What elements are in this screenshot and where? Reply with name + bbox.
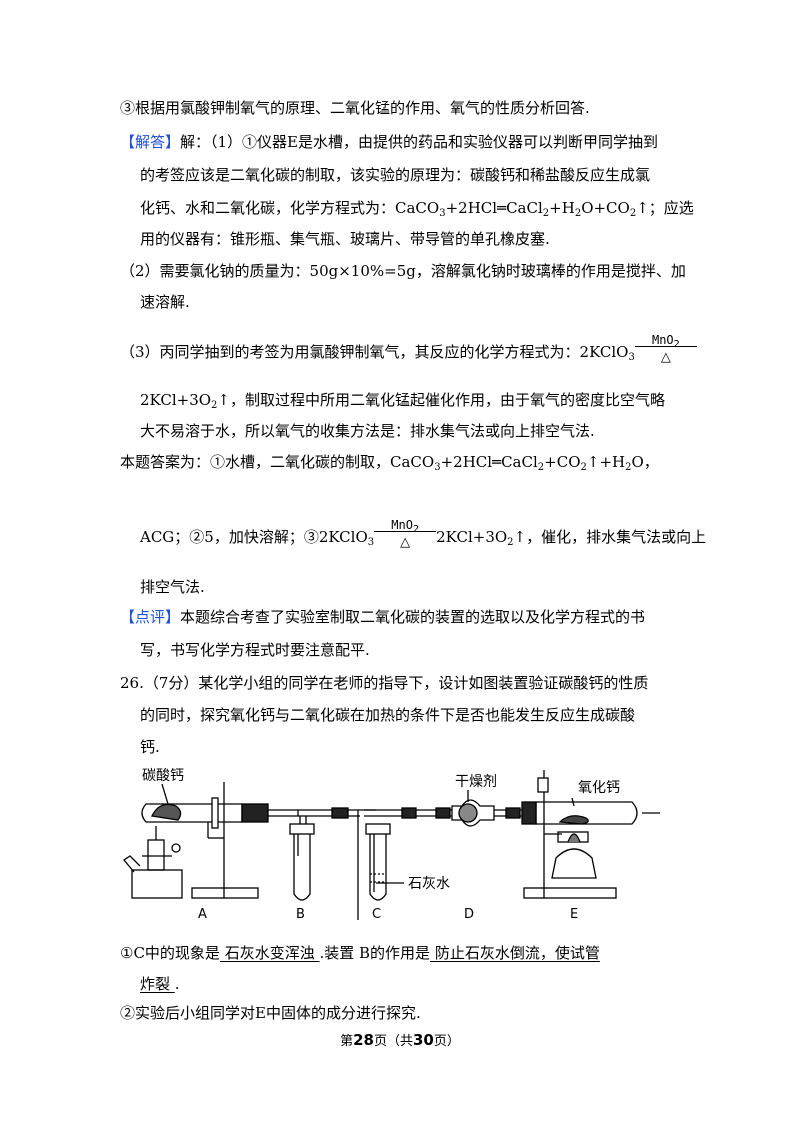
filled-blank: 防止石灰水倒流，使试管 xyxy=(430,944,600,962)
question-line-1: 26.（7分）某化学小组的同学在老师的指导下，设计如图装置验证碳酸钙的性质 xyxy=(120,674,649,692)
seg: . xyxy=(174,975,180,993)
apparatus-b xyxy=(289,823,315,901)
subscript: 2 xyxy=(625,462,632,473)
text-line-1: ③根据用氯酸钾制氧气的原理、二氧化锰的作用、氧气的性质分析回答. xyxy=(120,99,590,117)
apparatus-e xyxy=(521,770,660,899)
heat-symbol: △ xyxy=(400,535,411,550)
question-part-2: ②实验后小组同学对E中固体的成分进行探究. xyxy=(120,1004,421,1022)
text-line-3: 的考签应该是二氧化碳的制取，该实验的原理为：碳酸钙和稀盐酸反应生成氯 xyxy=(140,166,651,184)
page-total: 30 xyxy=(413,1031,434,1049)
answer-text: 解：（1）①仪器E是水槽，由提供的药品和实验仪器可以判断甲同学抽到 xyxy=(180,133,659,151)
seg: O， xyxy=(631,453,659,471)
subscript: 3 xyxy=(628,352,635,363)
seg: +2HCl═CaCl xyxy=(440,453,538,471)
label-e: E xyxy=(570,907,578,922)
desiccant-label: 干燥剂 xyxy=(455,774,497,790)
heat-symbol: △ xyxy=(660,350,671,365)
comment-tag: 【点评】 xyxy=(120,608,181,626)
apparatus-a xyxy=(123,782,269,899)
seg: ↑+H xyxy=(586,453,626,471)
page-number: 28 xyxy=(353,1031,374,1049)
reaction-condition: MnO2△ xyxy=(634,331,697,365)
text-line-7: 速溶解. xyxy=(140,293,190,311)
comment-text: 本题综合考查了实验室制取二氧化碳的装置的选取以及化学方程式的书 xyxy=(180,608,646,626)
label-c: C xyxy=(372,907,381,922)
text-line-15: 写，书写化学方程式时要注意配平. xyxy=(140,641,370,659)
subscript: 2 xyxy=(507,537,514,548)
text-line-9: 2KCl+3O2↑，制取过程中所用二氧化锰起催化作用，由于氧气的密度比空气略 xyxy=(140,389,665,417)
text-line-10: 大不易溶于水，所以氧气的收集方法是：排水集气法或向上排空气法. xyxy=(140,422,595,440)
seg: 2KCl+3O xyxy=(140,391,212,409)
filled-blank: 石灰水变浑浊 xyxy=(219,944,320,962)
seg: O+CO xyxy=(581,199,630,217)
seg: ACG；②5，加快溶解；③2KClO xyxy=(140,528,368,546)
label-a: A xyxy=(198,907,207,922)
text-line-4: 化钙、水和二氧化碳，化学方程式为：CaCO3+2HCl═CaCl2+H2O+CO… xyxy=(140,197,694,225)
subscript: 2 xyxy=(211,400,218,411)
seg: ①C中的现象是 xyxy=(120,944,220,962)
text-line-6: （2）需要氯化钠的质量为：50g×10%=5g，溶解氯化钠时玻璃棒的作用是搅拌、… xyxy=(120,262,686,280)
catalyst-label: MnO2 xyxy=(651,333,680,350)
reaction-condition: MnO2△ xyxy=(374,516,437,550)
seg: （3）丙同学抽到的考签为用氯酸钾制氧气，其反应的化学方程式为：2KClO xyxy=(120,343,629,361)
limewater-label: 石灰水 xyxy=(408,876,450,892)
subscript: 2 xyxy=(629,208,637,219)
seg: ↑，催化，排水集气法或向上 xyxy=(513,528,707,546)
label-d: D xyxy=(464,907,474,922)
apparatus-d xyxy=(451,790,495,827)
seg: +CO xyxy=(544,453,581,471)
page-footer: 第28页（共30页） xyxy=(340,1031,460,1049)
seg: 化钙、水和二氧化碳，化学方程式为：CaCO xyxy=(140,199,440,217)
text-line-13: 排空气法. xyxy=(140,578,205,596)
subscript: 2 xyxy=(580,462,587,473)
seg: +2HCl═CaCl xyxy=(445,199,543,217)
seg: 2KCl+3O xyxy=(436,528,508,546)
seg: +H xyxy=(549,199,575,217)
subscript: 2 xyxy=(537,462,545,473)
catalyst-label: MnO2 xyxy=(391,518,419,535)
seg: 本题答案为：①水槽，二氧化碳的制取，CaCO xyxy=(120,453,435,471)
text-line-5: 用的仪器有：锥形瓶、集气瓶、玻璃片、带导管的单孔橡皮塞. xyxy=(140,230,550,248)
subscript: 3 xyxy=(434,462,441,473)
connecting-tubes xyxy=(268,807,522,920)
answer-c-cont: 炸裂 . xyxy=(140,973,180,995)
subscript: 3 xyxy=(367,537,375,548)
question-line-3: 钙. xyxy=(140,738,160,756)
seg: ↑；应选 xyxy=(636,199,694,217)
text-line-11: 本题答案为：①水槽，二氧化碳的制取，CaCO3+2HCl═CaCl2+CO2↑+… xyxy=(120,451,659,479)
caco3-label: 碳酸钙 xyxy=(142,768,184,784)
apparatus-figure: 碳酸钙 干燥剂 氧化钙 石灰水 xyxy=(123,768,660,922)
subscript: 2 xyxy=(542,208,550,219)
comment-line-1: 【点评】本题综合考查了实验室制取二氧化碳的装置的选取以及化学方程式的书 xyxy=(120,606,645,628)
seg: ↑，制取过程中所用二氧化锰起催化作用，由于氧气的密度比空气略 xyxy=(217,391,665,409)
apparatus-c xyxy=(365,823,391,901)
question-line-2: 的同时，探究氧化钙与二氧化碳在加热的条件下是否也能发生反应生成碳酸 xyxy=(140,706,636,724)
answer-tag: 【解答】 xyxy=(120,133,181,151)
subscript: 3 xyxy=(439,208,446,219)
cao-label: 氧化钙 xyxy=(578,780,620,796)
seg: .装置 B的作用是 xyxy=(319,944,431,962)
label-b: B xyxy=(296,907,305,922)
filled-blank: 炸裂 xyxy=(140,975,175,993)
answer-c: ①C中的现象是 石灰水变浑浊 .装置 B的作用是 防止石灰水倒流，使试管 xyxy=(120,942,600,964)
subscript: 2 xyxy=(574,208,582,219)
answer-line-1: 【解答】解：（1）①仪器E是水槽，由提供的药品和实验仪器可以判断甲同学抽到 xyxy=(120,131,658,153)
